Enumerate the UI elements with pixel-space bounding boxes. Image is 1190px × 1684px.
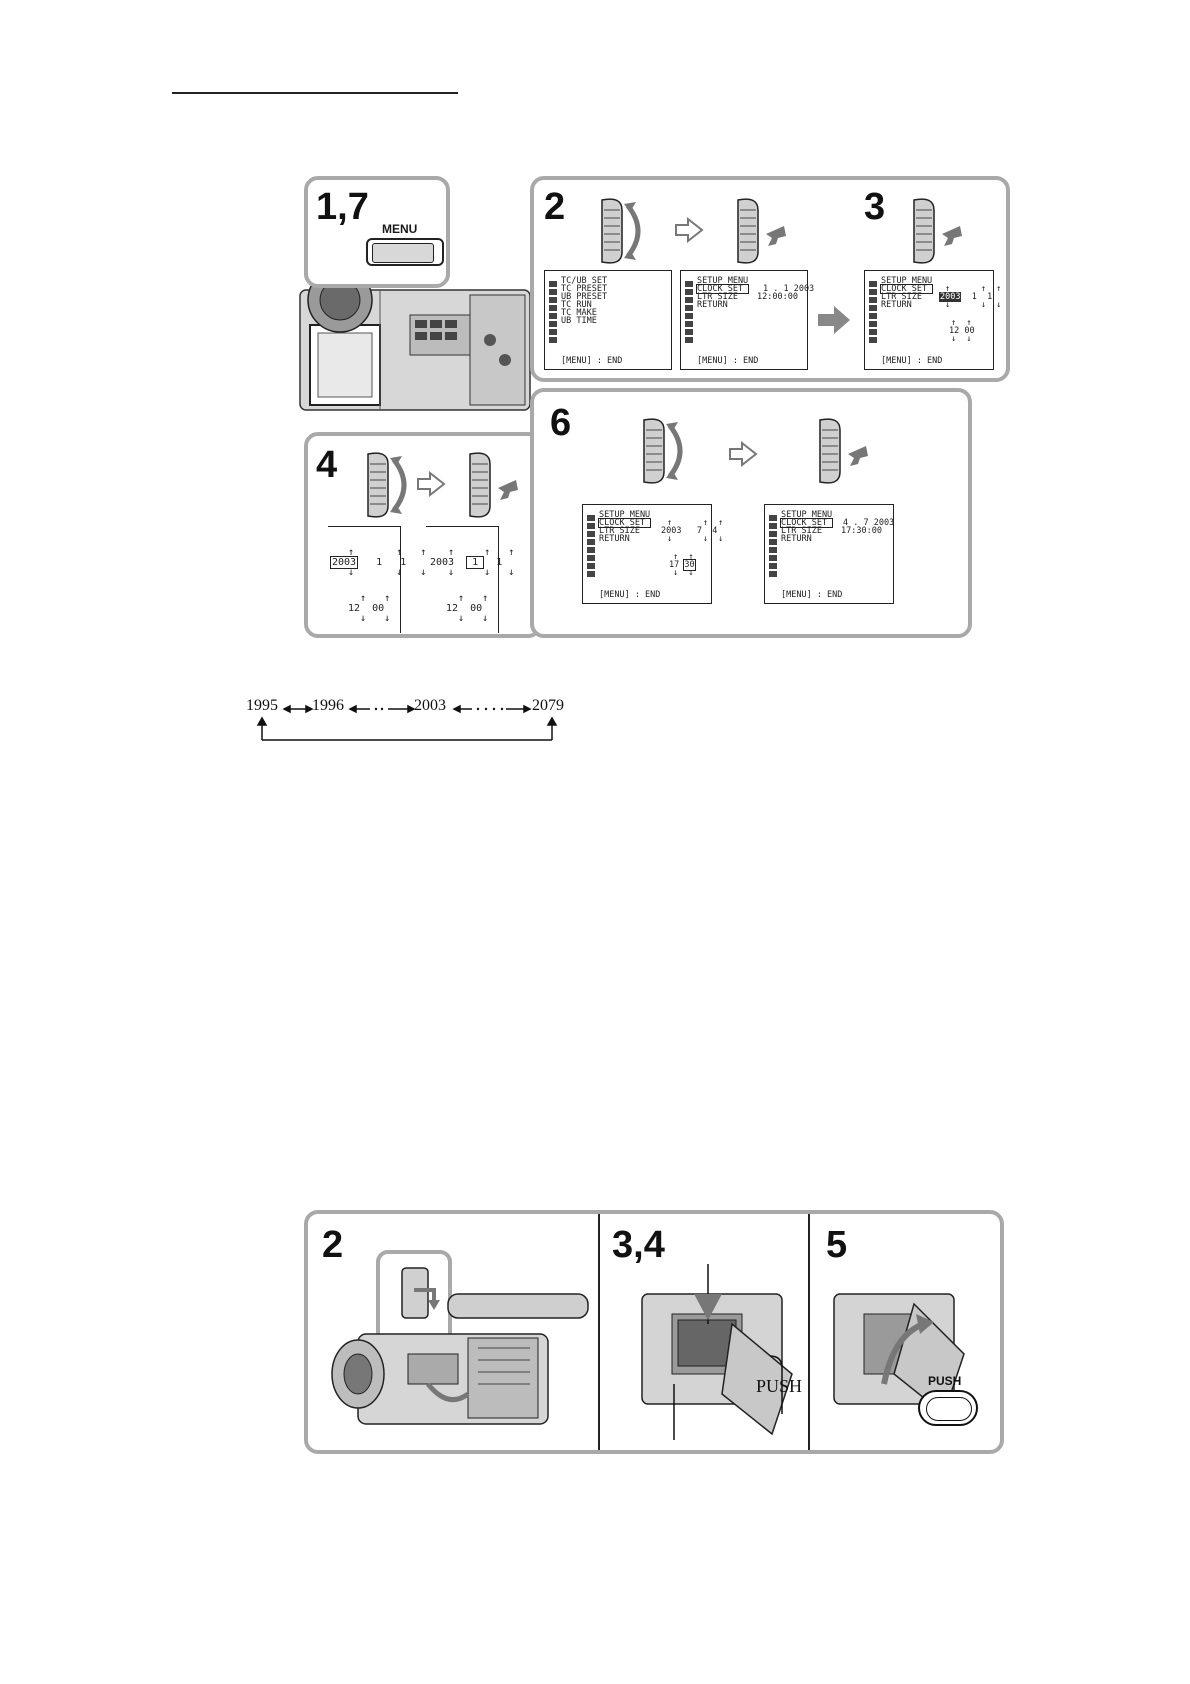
minute-field: 30: [683, 559, 696, 571]
year-field: 2003: [430, 557, 455, 568]
day-field: 1: [400, 557, 407, 568]
step-number: 3: [864, 186, 886, 228]
menu-button-label: MENU: [382, 222, 418, 236]
lcd-setup-menu-year: SETUP MENU CLOCK SET LTR SIZE RETURN ↑ ↑…: [864, 270, 1001, 370]
control-dial-rotate-icon: [643, 418, 683, 484]
lcd-row: UB PRESET: [561, 292, 608, 302]
lcd-row-selected: CLOCK SET: [597, 518, 652, 528]
year-1996: 1996: [312, 697, 344, 714]
day-field: 4: [712, 526, 718, 536]
lcd-tc-ub-set: TC/UB SET TC PRESET UB PRESET TC RUN TC …: [544, 270, 672, 370]
lcd-time-value: 12:00:00: [757, 292, 798, 302]
step-number: 1,7: [316, 186, 369, 228]
control-dial-rotate-icon: [367, 452, 407, 518]
year-2079: 2079: [532, 697, 564, 714]
lcd-row: TC MAKE: [561, 308, 597, 318]
next-arrow-icon: [675, 216, 704, 244]
hour-field: 17: [669, 560, 680, 570]
next-arrow-icon: [417, 470, 446, 498]
lcd-time-value: 17:30:00: [841, 526, 882, 536]
lcd-footer: [MENU] : END: [697, 356, 759, 366]
solid-arrow-icon: [818, 306, 850, 334]
lcd-row-selected: CLOCK SET: [695, 284, 750, 294]
step-number: 3,4: [612, 1224, 665, 1266]
camcorder-illustration: [299, 267, 531, 411]
panel-cassette-steps: 2 3,4 5 PUSH PUSH: [304, 1210, 1004, 1454]
lcd-row-selected: CLOCK SET: [879, 284, 934, 294]
month-field: 1: [971, 292, 977, 302]
lcd-row: RETURN: [697, 300, 728, 310]
day-field: 1: [987, 292, 993, 302]
lcd-footer: [MENU] : END: [881, 356, 943, 366]
lcd-setup-menu: SETUP MENU CLOCK SET LTR SIZE RETURN 1 .…: [680, 270, 814, 370]
step-number: 4: [316, 444, 338, 486]
step-number: 5: [826, 1224, 848, 1266]
header-rule: [172, 92, 458, 94]
minute-field: 00: [470, 603, 483, 614]
lcd-row: LTR SIZE: [697, 292, 738, 302]
minute-field: 00: [964, 326, 975, 336]
push-button-label: PUSH: [928, 1374, 962, 1388]
year-2003: 2003: [414, 697, 446, 714]
step-number: 2: [544, 186, 566, 228]
year-field: 2003: [661, 526, 682, 536]
month-field: 1: [466, 556, 485, 569]
control-dial-press-icon: [913, 198, 962, 264]
push-button[interactable]: [918, 1390, 978, 1426]
control-dial-press-icon: [819, 418, 868, 484]
panel-step-6: 6 SETUP MENU CLOCK SET LTR SIZE RETURN ↑…: [530, 388, 972, 638]
lcd-row: TC PRESET: [561, 284, 608, 294]
lcd-row: LTR SIZE: [599, 526, 640, 536]
control-dial-rotate-icon: [601, 198, 641, 264]
year-field: 2003: [939, 292, 962, 302]
year-cycle-arrows: [256, 704, 558, 741]
month-field: 1: [376, 557, 383, 568]
lcd-row: RETURN: [599, 534, 630, 544]
next-arrow-icon: [729, 440, 758, 468]
lcd-clock-value: 4 . 7 2003: [843, 518, 895, 528]
hour-field: 12: [348, 603, 361, 614]
step-number: 6: [550, 402, 572, 444]
hour-field: 12: [949, 326, 960, 336]
panel-step-4: 4 ↑ ↑ ↑ 2003 1 1 ↓ ↓ ↓ ↑ ↑ 12 00 ↓ ↓ ↑ ↑…: [304, 432, 542, 638]
lcd-row-selected: CLOCK SET: [779, 518, 834, 528]
lcd-row: SETUP MENU: [881, 276, 933, 286]
panel-step-1-7: 1,7 MENU: [304, 176, 450, 288]
cassette-closing-illustration: [833, 1293, 965, 1416]
lcd-footer: [MENU] : END: [599, 590, 661, 600]
lcd-setup-menu-time: SETUP MENU CLOCK SET LTR SIZE RETURN ↑ ↑…: [582, 504, 723, 604]
panel-step-2-3: 2 3 TC/UB SET TC PRESET UB PRESET TC RUN…: [530, 176, 1010, 382]
day-field: 1: [496, 557, 503, 568]
control-dial-press-icon: [469, 452, 518, 518]
lcd-row: SETUP MENU: [781, 510, 833, 520]
lcd-row: UB TIME: [561, 316, 597, 326]
hour-field: 12: [446, 603, 459, 614]
lcd-footer: [MENU] : END: [561, 356, 623, 366]
lcd-setup-menu-done: SETUP MENU CLOCK SET LTR SIZE RETURN 4 .…: [764, 504, 894, 604]
lcd-row: SETUP MENU: [697, 276, 749, 286]
lcd-footer: [MENU] : END: [781, 590, 843, 600]
control-dial-press-icon: [737, 198, 786, 264]
lcd-row: RETURN: [781, 534, 812, 544]
month-field: 7: [696, 526, 702, 536]
minute-field: 00: [372, 603, 385, 614]
lcd-row: TC RUN: [561, 300, 592, 310]
menu-button[interactable]: [366, 238, 444, 266]
year-1995: 1995: [246, 697, 278, 714]
camcorder-side-illustration: [331, 1250, 589, 1425]
lcd-row: TC/UB SET: [561, 276, 608, 286]
push-label: PUSH: [756, 1376, 803, 1396]
lcd-clock-value: 1 . 1 2003: [763, 284, 815, 294]
lcd-row: LTR SIZE: [781, 526, 822, 536]
lcd-row: LTR SIZE: [881, 292, 922, 302]
cassette-compartment-illustration: [641, 1264, 793, 1440]
year-field: 2003: [330, 556, 359, 569]
lcd-row: SETUP MENU: [599, 510, 651, 520]
step-number: 2: [322, 1224, 344, 1266]
lcd-row: RETURN: [881, 300, 912, 310]
